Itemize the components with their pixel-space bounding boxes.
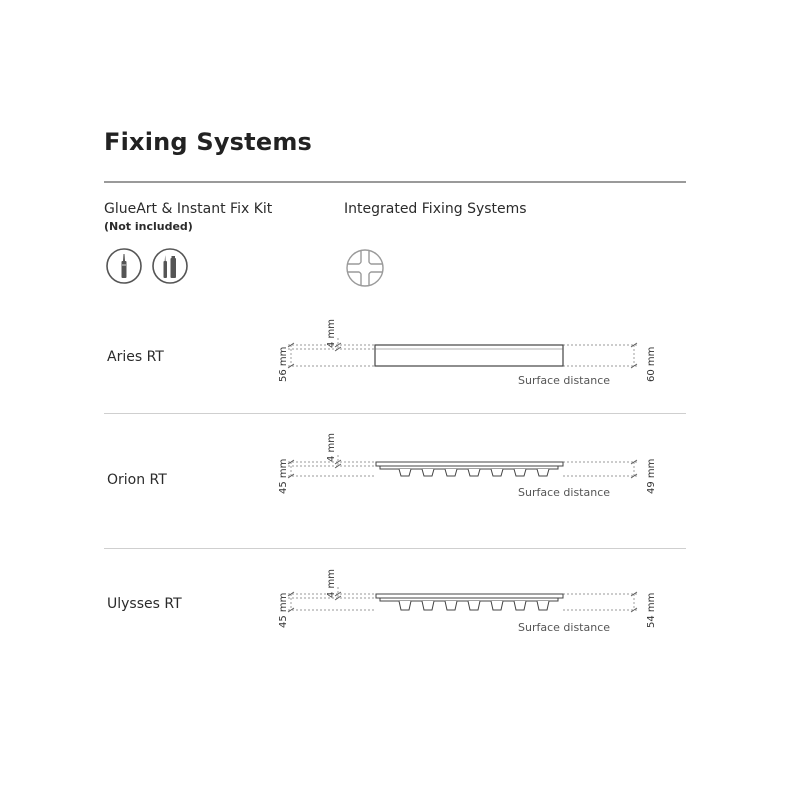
dimension-ticks — [287, 342, 638, 369]
thickness-label: 45 mm — [278, 459, 289, 494]
top-label: 4 mm — [326, 319, 337, 348]
row-divider — [104, 413, 686, 414]
glue-cartridge-icon — [106, 248, 142, 284]
top-label: 4 mm — [326, 433, 337, 462]
surface-distance-label: Surface distance — [518, 486, 610, 499]
thickness-label: 56 mm — [278, 347, 289, 382]
glueart-note: (Not included) — [104, 220, 193, 233]
thickness-label: 45 mm — [278, 593, 289, 628]
surface-distance-label: Surface distance — [518, 621, 610, 634]
product-diagram-ulysses: 45 mm 4 mm 54 mm Surface distance — [278, 569, 657, 634]
panel-profile-ribbed — [375, 461, 564, 477]
top-label: 4 mm — [326, 569, 337, 598]
product-diagram-orion: 45 mm 4 mm 49 mm Surface distance — [278, 433, 657, 499]
integrated-title: Integrated Fixing Systems — [344, 201, 527, 217]
row-divider — [104, 548, 686, 549]
dimension-lines — [288, 455, 637, 477]
product-label-aries: Aries RT — [107, 349, 164, 365]
title-divider — [104, 181, 686, 183]
page-title: Fixing Systems — [104, 128, 313, 156]
dimension-lines — [288, 587, 637, 611]
glueart-title: GlueArt & Instant Fix Kit — [104, 201, 273, 217]
dimension-lines — [288, 338, 637, 367]
glueart-icons — [105, 247, 191, 291]
product-diagram-aries: 56 mm 4 mm 60 mm Surface distance — [278, 319, 657, 387]
total-label: 49 mm — [646, 459, 657, 494]
total-label: 60 mm — [646, 347, 657, 382]
panel-profile-flat — [374, 344, 564, 367]
product-label-ulysses: Ulysses RT — [107, 596, 182, 612]
dimension-ticks — [287, 459, 638, 479]
total-label: 54 mm — [646, 593, 657, 628]
integrated-icons — [344, 247, 386, 293]
product-label-orion: Orion RT — [107, 472, 167, 488]
panel-profile-ribbed — [375, 593, 564, 611]
dimension-ticks — [287, 591, 638, 613]
integrated-fixing-icon — [346, 249, 384, 287]
surface-distance-label: Surface distance — [518, 374, 610, 387]
fix-kit-icon — [152, 248, 188, 284]
